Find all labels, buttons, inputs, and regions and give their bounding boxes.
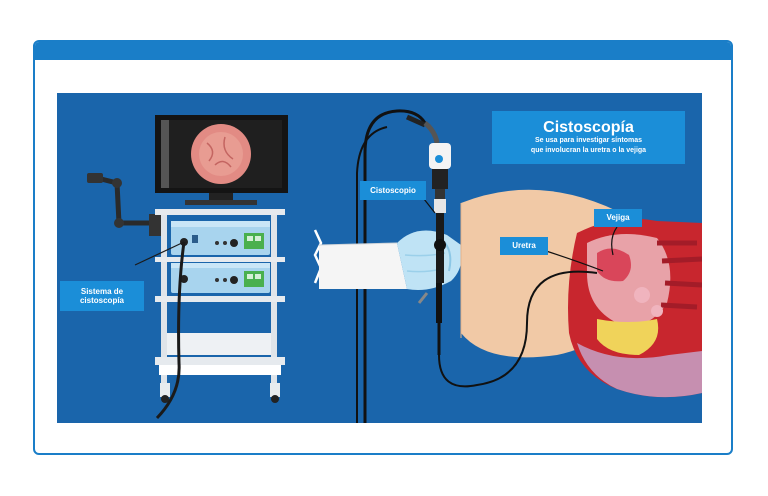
anatomy-icon <box>568 218 702 398</box>
label-uretra: Uretra <box>500 237 548 255</box>
diagram-subtitle-1: Se usa para investigar síntomas <box>535 137 642 144</box>
title-box: Cistoscopía Se usa para investigar sínto… <box>492 111 685 164</box>
label-cystoscope-text: Cistoscopio <box>370 185 416 195</box>
label-system-line2: cistoscopía <box>79 296 124 305</box>
illustration-panel: Cistoscopía Se usa para investigar sínto… <box>57 93 702 423</box>
label-sistema-cistoscopia: Sistema de cistoscopía <box>60 281 144 311</box>
cystoscopy-illustration <box>87 109 702 423</box>
processor-unit-top <box>171 221 270 255</box>
label-system-line1: Sistema de <box>80 286 124 296</box>
label-bladder-text: Vejiga <box>606 213 630 223</box>
diagram-subtitle-2: que involucran la uretra o la vejiga <box>530 146 647 154</box>
arm-with-glove <box>318 230 462 290</box>
label-urethra-text: Uretra <box>512 241 536 251</box>
processor-unit-bottom <box>171 263 270 293</box>
cystoscopy-cart <box>87 115 288 420</box>
frame-header-bar <box>35 42 731 60</box>
diagram-title: Cistoscopía <box>543 119 634 136</box>
label-cistoscopio: Cistoscopio <box>360 181 426 200</box>
glove-hand-icon <box>397 230 462 290</box>
endoscope-icon <box>405 114 451 355</box>
label-vejiga: Vejiga <box>594 209 642 227</box>
monitor-icon <box>155 115 288 205</box>
